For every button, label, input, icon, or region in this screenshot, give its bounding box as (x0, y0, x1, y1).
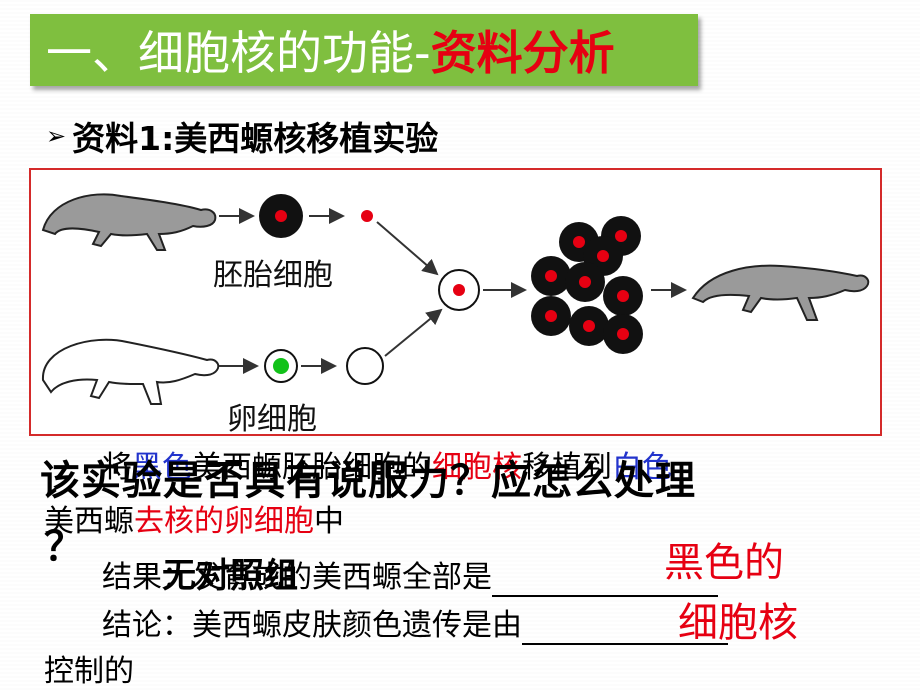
extracted-nucleus-icon (361, 210, 373, 222)
arrow-bullet-icon: ➢ (46, 122, 67, 150)
material-heading-text: 资料1:美西螈核移植实验 (72, 119, 439, 158)
experiment-diagram: 胚胎细胞 卵细胞 (29, 168, 882, 437)
experiment-illustration (41, 193, 870, 405)
question-overlay: 该实验是否具有说服力？应怎么处理 (40, 458, 696, 504)
control-line: 控制的 (44, 654, 134, 689)
page-title-accent: 资料分析 (430, 26, 615, 80)
title-bar: 一、细胞核的功能-资料分析 (30, 14, 698, 86)
black-salamander-icon (41, 193, 217, 251)
no-control-overlay: 无对照组 (162, 556, 298, 596)
result-answer: 黑色的 (664, 540, 784, 586)
conclusion-answer: 细胞核 (678, 600, 798, 646)
material-heading: ➢ 资料1:美西螈核移植实验 (46, 112, 438, 160)
egg-cell-label: 卵细胞 (227, 402, 317, 437)
result-line: 结果：发育成的美西螈全部是 (102, 552, 718, 597)
procedure-line-1: 将黑色美西螈胚胎细胞的细胞核移植到白色 (102, 450, 672, 485)
embryo-cell-label: 胚胎细胞 (213, 258, 333, 293)
question-mark: ？ (44, 524, 85, 570)
cell-cluster-icon (531, 216, 643, 354)
enucleated-egg-icon (346, 347, 384, 385)
page-title: 一、细胞核的功能- (46, 26, 431, 80)
conclusion-line: 结论：美西螈皮肤颜色遗传是由 (102, 600, 728, 645)
white-salamander-icon (41, 338, 220, 405)
offspring-salamander-icon (691, 264, 870, 321)
procedure-line-2: 美西螈去核的卵细胞中 (44, 504, 344, 539)
